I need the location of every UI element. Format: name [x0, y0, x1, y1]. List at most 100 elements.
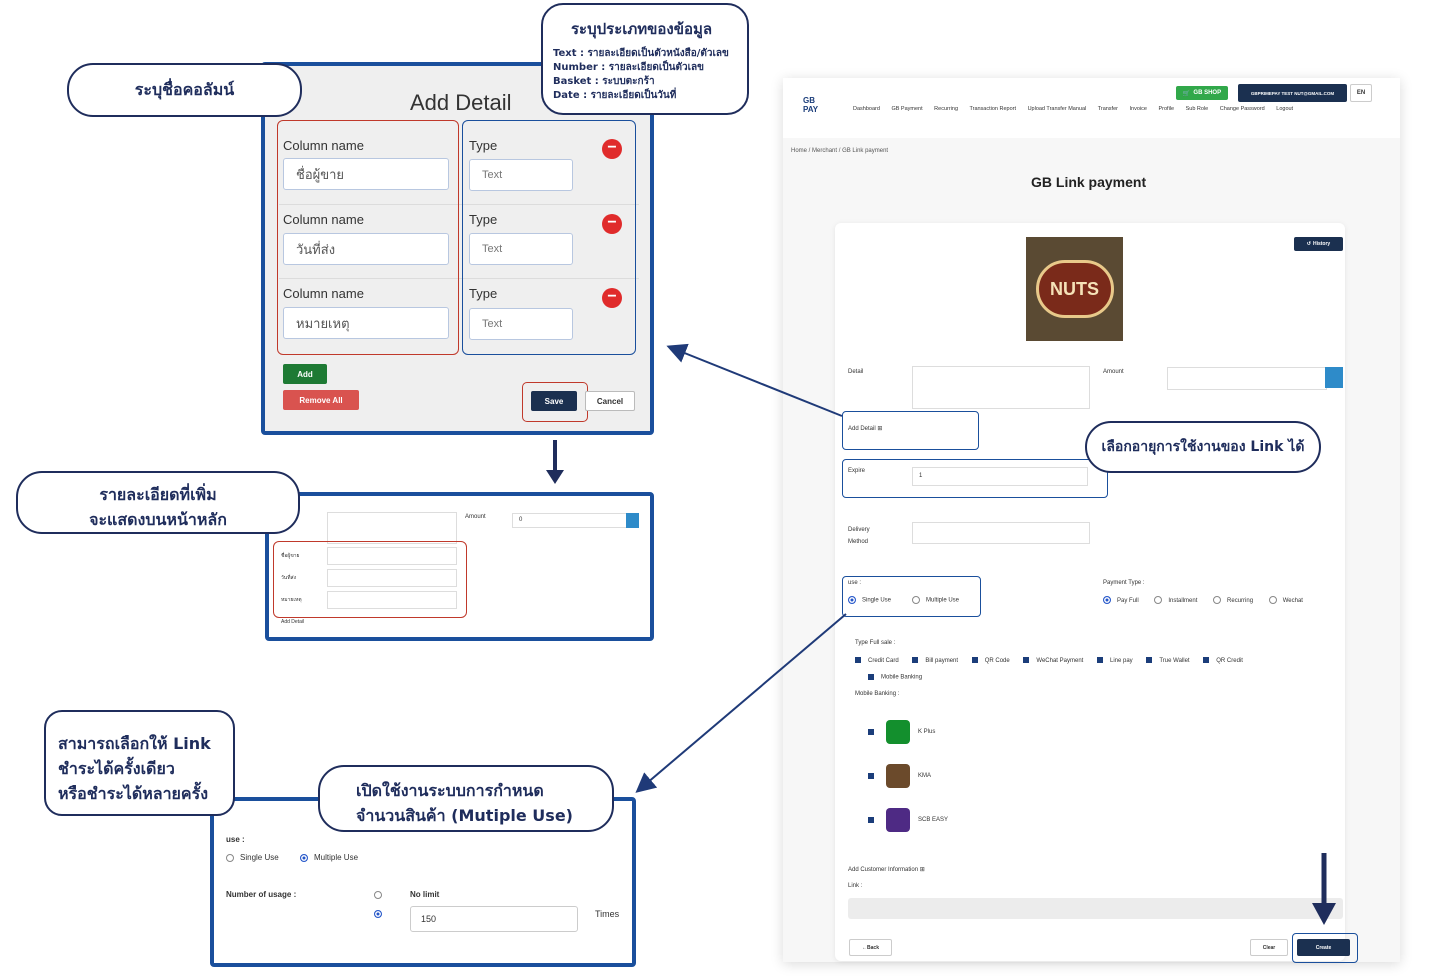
full-sale-option[interactable]: Mobile Banking [868, 674, 922, 681]
remove-all-button[interactable]: Remove All [283, 390, 359, 410]
column-name-label: Column name [283, 286, 364, 301]
full-sale-option-label: Mobile Banking [881, 674, 923, 681]
account-button[interactable]: GBPRIMEPAY TEST NUT@GMAIL.COM [1238, 84, 1347, 102]
times-label: Times [595, 909, 620, 919]
breadcrumb-item[interactable]: Merchant [812, 148, 838, 154]
type-select[interactable]: Text [469, 159, 573, 191]
gbpay-logo: GB PAY [803, 96, 833, 114]
use-label: use : [226, 835, 245, 844]
breadcrumb-item[interactable]: Home [791, 148, 808, 154]
add-detail-link[interactable]: Add Detail ⊞ [848, 425, 882, 432]
detail-textarea[interactable] [912, 366, 1090, 409]
full-sale-option[interactable]: QR Credit [1203, 657, 1243, 664]
callout-single-multi-line1: สามารถเลือกให้ Link [58, 734, 211, 753]
full-sale-option[interactable]: QR Code [971, 657, 1010, 664]
full-sale-option[interactable]: Line pay [1097, 657, 1133, 664]
remove-row-icon[interactable]: − [602, 214, 622, 234]
column-name-input[interactable]: วันที่ส่ง [283, 233, 449, 265]
callout-expire-text: เลือกอายุการใช้งานของ Link ได้ [1101, 439, 1305, 455]
multiple-use-label: Multiple Use [314, 853, 359, 862]
language-button[interactable]: EN [1350, 84, 1372, 102]
link-output[interactable] [848, 898, 1343, 919]
multiple-use-radio[interactable]: Multiple Use [300, 853, 358, 862]
full-sale-option-label: Bill payment [925, 657, 959, 664]
nav-item[interactable]: Transaction Report [969, 106, 1017, 112]
page-title: GB Link payment [1031, 174, 1147, 190]
nav-item[interactable]: Upload Transfer Manual [1027, 106, 1087, 112]
history-button[interactable]: ↺History [1294, 237, 1343, 251]
plus-box-icon: ⊞ [919, 867, 925, 873]
amount-label: Amount [1103, 369, 1124, 375]
delivery-select[interactable] [912, 522, 1090, 544]
limit-radio[interactable] [374, 909, 388, 918]
full-sale-option[interactable]: WeChat Payment [1023, 657, 1083, 664]
save-button[interactable]: Save [531, 391, 577, 411]
no-limit-radio[interactable] [374, 890, 388, 899]
multiple-use-option[interactable]: Multiple Use [912, 596, 959, 604]
app-window: GB PAY 🛒GB SHOP GBPRIMEPAY TEST NUT@GMAI… [783, 78, 1400, 963]
column-name-input[interactable]: หมายเหตุ [283, 307, 449, 339]
nav-item[interactable]: Recurring [934, 106, 959, 112]
expire-select[interactable]: 1 [912, 467, 1088, 486]
nav-item[interactable]: Transfer [1097, 106, 1118, 112]
nav-item[interactable]: Profile [1158, 106, 1175, 112]
pay-full-option[interactable]: Pay Full [1103, 596, 1139, 604]
bank-row[interactable]: KMA [868, 764, 931, 788]
callout-data-type-line: Number : รายละเอียดเป็นตัวเลข [553, 62, 704, 73]
remove-row-icon[interactable]: − [602, 139, 622, 159]
clear-button[interactable]: Clear [1250, 939, 1288, 956]
expire-highlight [842, 459, 1108, 498]
amount-input[interactable] [1167, 367, 1327, 390]
plus-box-icon: ⊞ [877, 426, 883, 432]
type-full-sale-label: Type Full sale : [855, 640, 896, 646]
nav-item[interactable]: Change Password [1219, 106, 1265, 112]
single-use-label: Single Use [240, 853, 279, 862]
full-sale-option[interactable]: True Wallet [1146, 657, 1190, 664]
column-name-input[interactable]: ชื่อผู้ขาย [283, 158, 449, 190]
create-button[interactable]: Create [1297, 939, 1350, 956]
nav-item[interactable]: Invoice [1129, 106, 1147, 112]
use-highlight [842, 576, 981, 617]
amount-button[interactable] [1325, 367, 1343, 388]
callout-multiple-use-line1: เปิดใช้งานระบบการกำหนด [356, 781, 544, 800]
full-sale-option-label: QR Code [984, 657, 1010, 664]
breadcrumb-item: GB Link payment [842, 148, 889, 154]
installment-label: Installment [1168, 597, 1198, 604]
expire-value: 1 [919, 473, 923, 479]
payment-type-options: Pay Full Installment Recurring Wechat [1103, 596, 1303, 604]
column-name-label: Column name [283, 212, 364, 227]
down-arrow-icon [546, 440, 564, 484]
scb-easy-icon [886, 808, 910, 832]
bank-row[interactable]: K Plus [868, 720, 935, 744]
nav-item[interactable]: Logout [1276, 106, 1294, 112]
wechat-option[interactable]: Wechat [1268, 596, 1303, 604]
gb-shop-button[interactable]: 🛒GB SHOP [1176, 86, 1228, 100]
type-highlight [462, 120, 636, 355]
callout-column-name-text: ระบุชื่อคอลัมน์ [134, 79, 235, 99]
installment-option[interactable]: Installment [1154, 596, 1198, 604]
row-divider [279, 278, 639, 279]
no-limit-label: No limit [410, 890, 440, 899]
cancel-button[interactable]: Cancel [585, 391, 635, 411]
single-use-radio[interactable]: Single Use [226, 853, 279, 862]
add-customer-info-link[interactable]: Add Customer Information ⊞ [848, 866, 925, 873]
nav-item[interactable]: Dashboard [853, 106, 880, 112]
create-arrow-icon [1312, 853, 1336, 925]
logo-line1: GB [803, 96, 815, 105]
remove-row-icon[interactable]: − [602, 288, 622, 308]
type-select[interactable]: Text [469, 233, 573, 265]
type-select[interactable]: Text [469, 308, 573, 340]
full-sale-option[interactable]: Bill payment [912, 657, 959, 664]
usage-count-input[interactable]: 150 [410, 906, 578, 932]
nav-item[interactable]: Sub Role [1185, 106, 1209, 112]
callout-data-type-line: Text : รายละเอียดเป็นตัวหนังสือ/ตัวเลข [553, 48, 729, 59]
full-sale-option[interactable]: Credit Card [855, 657, 899, 664]
back-button[interactable]: ←Back [849, 939, 892, 956]
add-detail-modal: Add Detail Column name ชื่อผู้ขาย Type T… [261, 62, 654, 435]
full-sale-option-label: QR Credit [1216, 657, 1243, 664]
add-button[interactable]: Add [283, 364, 327, 384]
recurring-option[interactable]: Recurring [1213, 596, 1253, 604]
single-use-option[interactable]: Single Use [848, 596, 891, 604]
nav-item[interactable]: GB Payment [891, 106, 923, 112]
bank-row[interactable]: SCB EASY [868, 808, 948, 832]
